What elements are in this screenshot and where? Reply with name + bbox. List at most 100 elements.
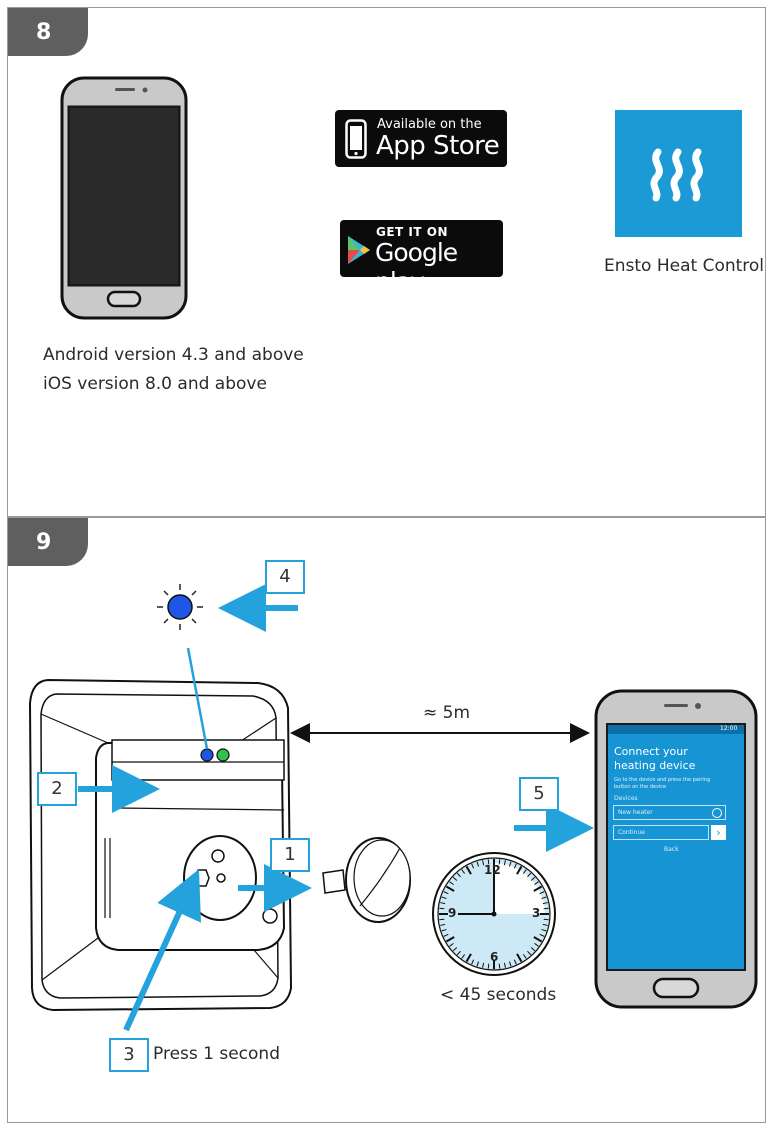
- clock-tick: [439, 907, 445, 910]
- clock-tick: [445, 936, 455, 943]
- ios-requirement: iOS version 8.0 and above: [43, 374, 267, 394]
- clock-tick: [539, 933, 545, 937]
- clock-tick: [449, 881, 454, 886]
- smartphone-illustration: [60, 76, 188, 320]
- app-store-line1: Available on the: [377, 117, 482, 132]
- status-bar: [608, 725, 744, 734]
- callout-3: 3: [109, 1038, 149, 1072]
- clock-tick: [452, 947, 458, 952]
- clock-tick: [452, 876, 458, 881]
- google-play-line2: Google play: [375, 238, 458, 296]
- clock-tick: [516, 865, 523, 875]
- clock-tick: [476, 961, 480, 967]
- clock-tick: [541, 896, 547, 900]
- clock-tick: [541, 928, 547, 932]
- phone-icon: [345, 119, 367, 159]
- clock-tick: [441, 896, 447, 900]
- clock-tick: [465, 953, 472, 963]
- clock-tick: [461, 954, 466, 959]
- target-icon: [712, 808, 722, 818]
- clock-tick: [461, 869, 466, 874]
- clock-tick: [533, 885, 543, 892]
- clock-tick: [487, 963, 490, 969]
- screen-title-line2: heating device: [614, 759, 696, 772]
- clock-tick: [440, 923, 446, 926]
- clock-tick: [471, 959, 475, 965]
- screen-title-line1: Connect your: [614, 745, 688, 758]
- clock-tick: [456, 950, 461, 956]
- clock-tick: [508, 861, 512, 867]
- devices-label: Devices: [614, 795, 638, 802]
- clock-tick: [471, 863, 475, 869]
- clock-tick: [516, 953, 523, 963]
- clock-tick: [443, 933, 449, 937]
- clock-tick: [440, 902, 446, 905]
- press-duration-label: Press 1 second: [153, 1044, 280, 1064]
- clock-tick: [534, 881, 539, 886]
- clock-tick: [503, 962, 506, 968]
- screen-subtitle-line2: button on the device: [614, 784, 667, 790]
- clock-tick: [533, 936, 543, 943]
- continue-button[interactable]: Continue: [613, 825, 709, 840]
- back-link[interactable]: Back: [664, 846, 679, 853]
- google-play-badge[interactable]: GET IT ON Google play: [340, 220, 503, 296]
- heat-waves-icon: [650, 148, 703, 202]
- clock-tick: [482, 860, 485, 866]
- clock-tick: [542, 923, 548, 926]
- distance-label: ≈ 5m: [423, 703, 471, 723]
- google-play-line1: GET IT ON: [376, 225, 448, 239]
- clock-tick: [534, 942, 539, 947]
- clock-number-9: 9: [448, 906, 457, 920]
- clock-tick: [487, 859, 490, 865]
- app-screen: 12:00 Connect your heating device Go to …: [608, 725, 744, 969]
- clock-tick: [513, 863, 517, 869]
- clock-tick: [527, 950, 532, 956]
- clock-tick: [543, 907, 549, 910]
- app-store-badge[interactable]: Available on the App Store: [335, 110, 507, 167]
- clock-tick: [542, 902, 548, 905]
- android-requirement: Android version 4.3 and above: [43, 345, 304, 365]
- smartphone-with-app: 12:00 Connect your heating device Go to …: [594, 689, 758, 1009]
- clock-number-3: 3: [532, 906, 541, 920]
- callout-4: 4: [265, 560, 305, 594]
- callout-2: 2: [37, 772, 77, 806]
- clock-tick: [456, 872, 461, 878]
- clock-tick: [508, 961, 512, 967]
- clock-tick: [530, 947, 536, 952]
- new-heater-label: New heater: [618, 809, 653, 816]
- status-time: 12:00: [720, 725, 738, 732]
- clock-tick: [522, 954, 527, 959]
- clock-tick: [530, 876, 536, 881]
- clock-number-6: 6: [490, 950, 499, 964]
- clock-tick: [449, 942, 454, 947]
- ensto-app-icon[interactable]: [615, 110, 742, 237]
- clock-tick: [539, 891, 545, 895]
- time-limit-label: < 45 seconds: [440, 985, 557, 1005]
- step-number-tab: 8: [8, 8, 88, 56]
- callout-1: 1: [270, 838, 310, 872]
- blue-led-glow-icon: [157, 584, 203, 630]
- chevron-right-icon[interactable]: ›: [711, 825, 726, 840]
- clock-tick: [465, 865, 472, 875]
- new-heater-field[interactable]: New heater: [613, 805, 726, 820]
- clock-number-12: 12: [484, 863, 501, 877]
- clock-tick: [543, 918, 549, 921]
- clock-tick: [476, 861, 480, 867]
- continue-label: Continue: [618, 829, 645, 836]
- play-store-icon: [348, 236, 370, 264]
- clock-tick: [445, 885, 455, 892]
- clock-tick: [513, 959, 517, 965]
- app-name-label: Ensto Heat Control: [604, 256, 765, 276]
- clock-tick: [503, 860, 506, 866]
- clock-tick: [527, 872, 532, 878]
- step-8-panel: 8 Available on the App Store GET IT ON G…: [7, 7, 766, 517]
- clock-tick: [498, 963, 501, 969]
- thermostat-diagram: [28, 584, 594, 1032]
- clock-tick: [443, 891, 449, 895]
- app-store-line2: App Store: [376, 131, 500, 161]
- callout-5: 5: [519, 777, 559, 811]
- clock-tick: [482, 962, 485, 968]
- screen-subtitle-line1: Go to the device and press the pairing: [614, 777, 711, 783]
- clock-tick: [439, 918, 445, 921]
- step-9-panel: 9: [7, 517, 766, 1123]
